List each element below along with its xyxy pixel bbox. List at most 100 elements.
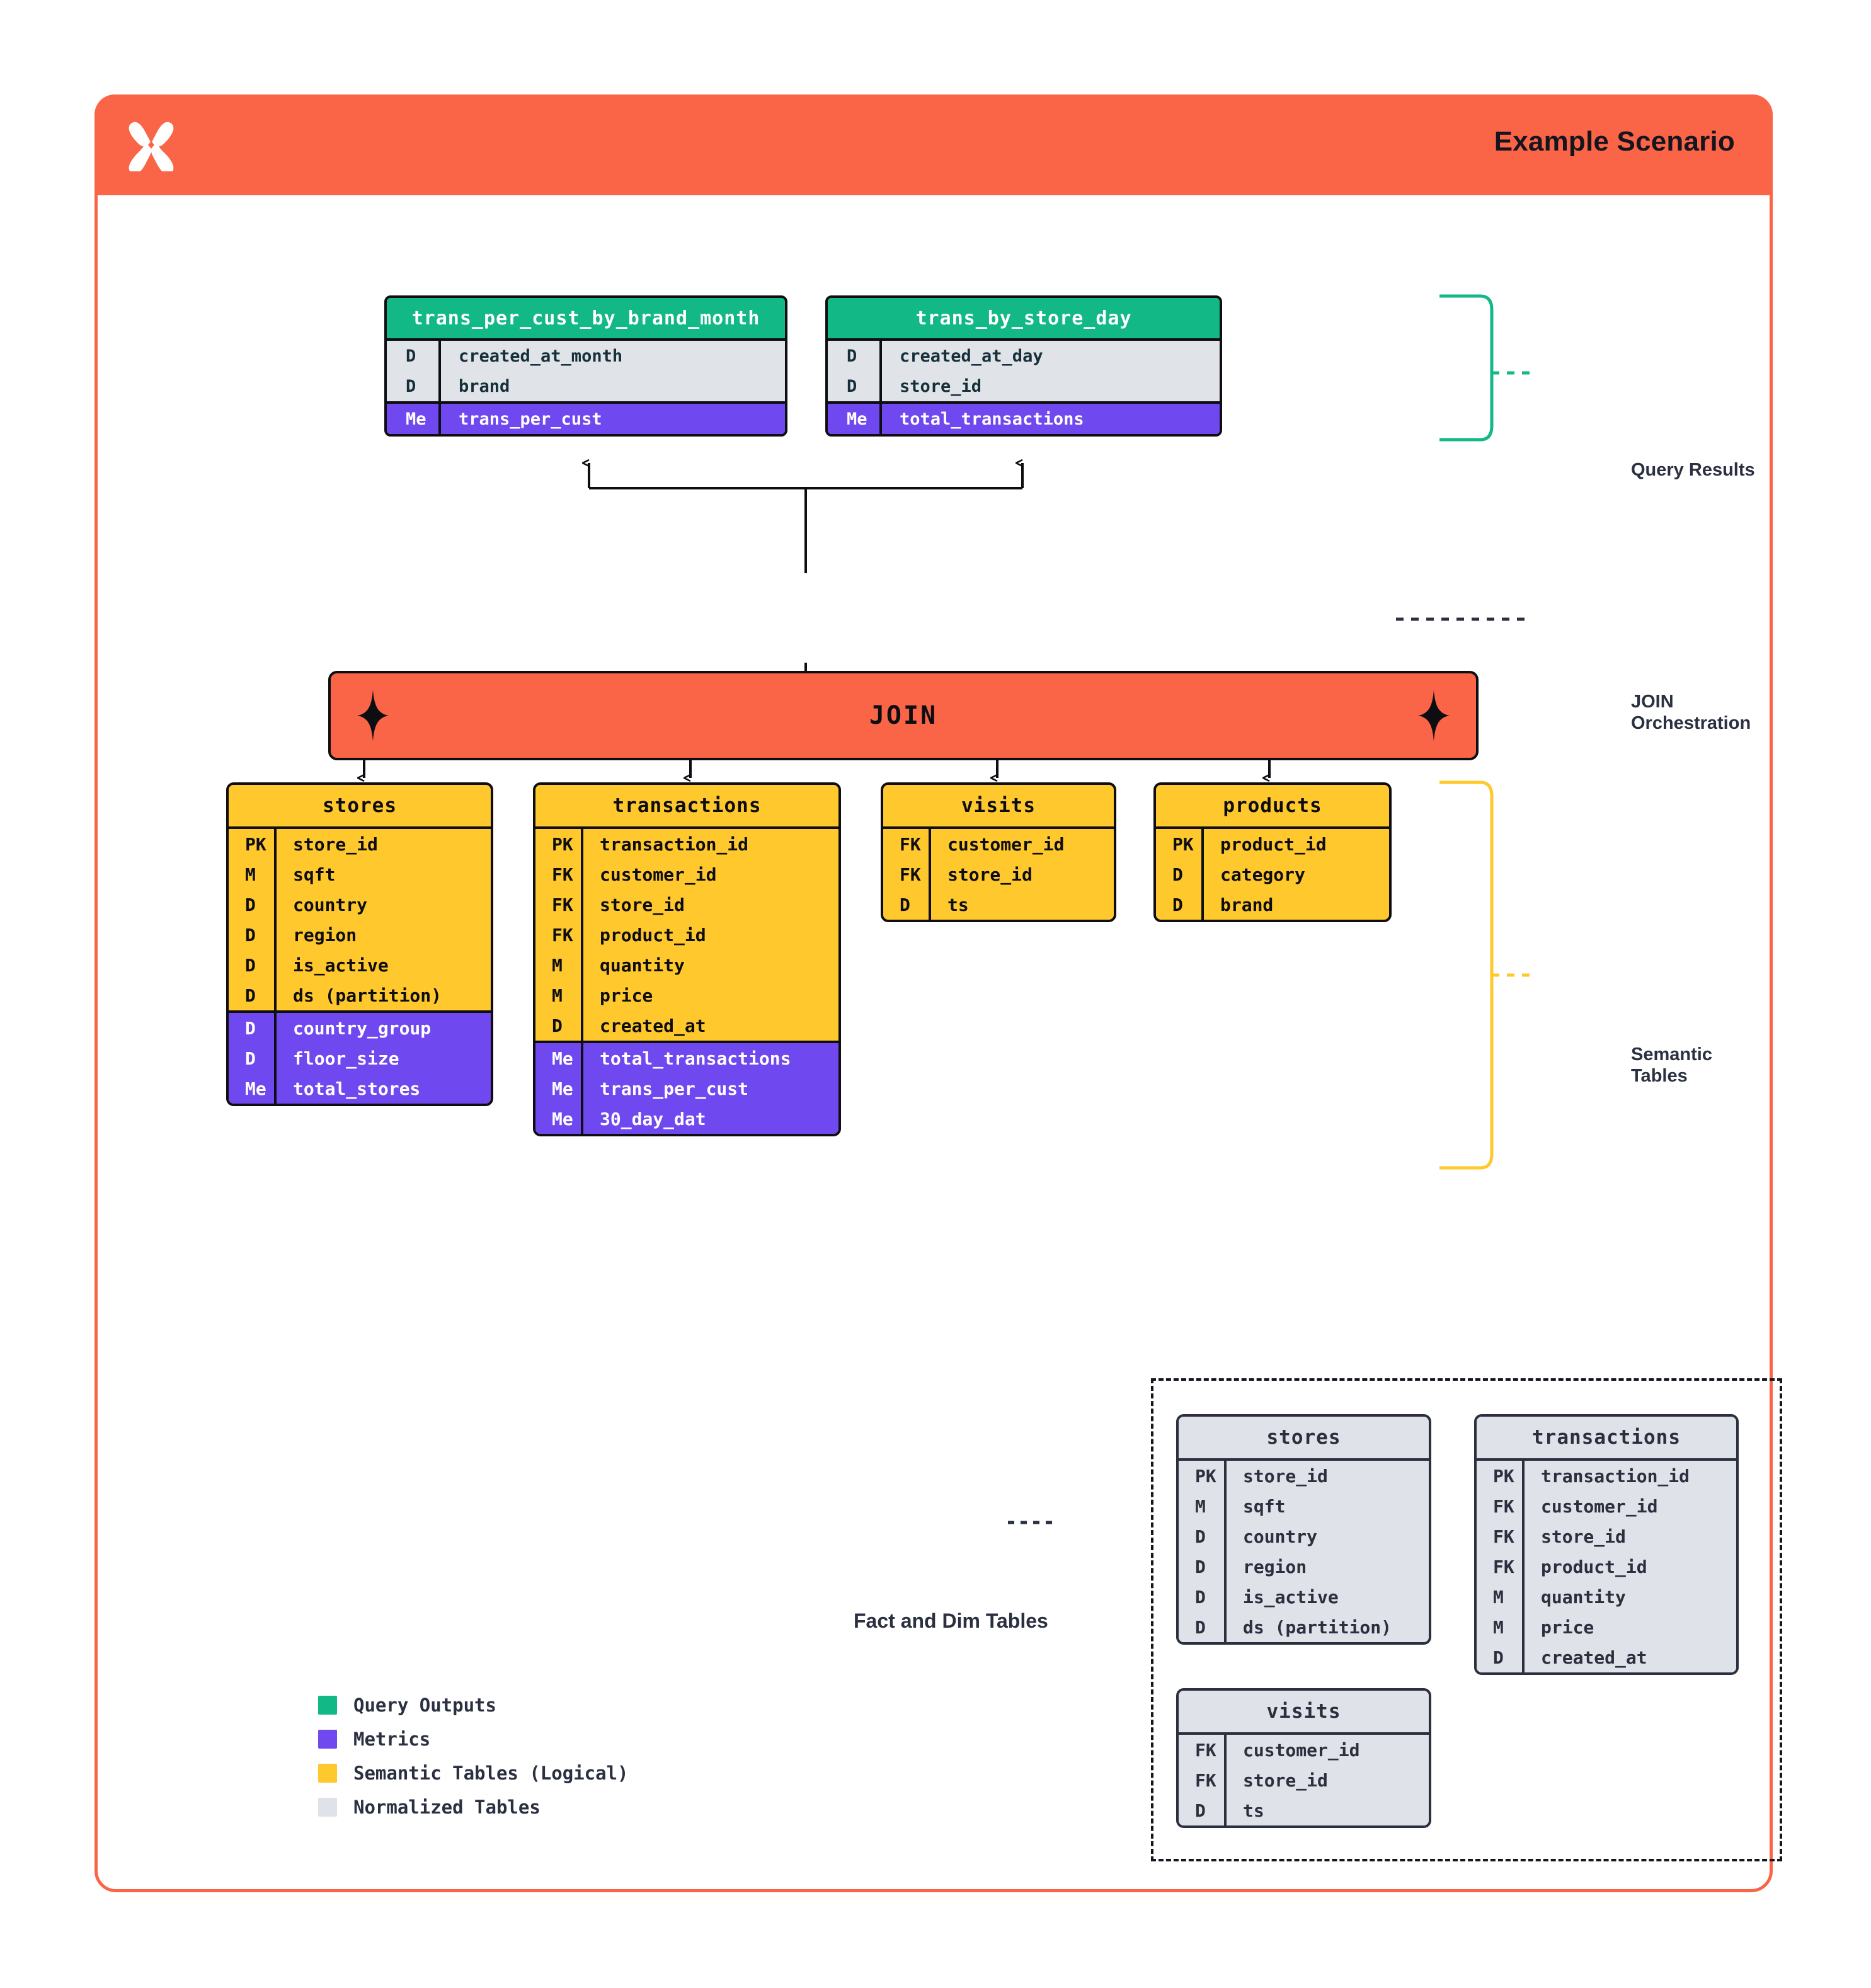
row-field: transaction_id (600, 833, 749, 855)
row-key: Me (387, 404, 441, 434)
row-field: ts (1243, 1800, 1264, 1821)
annotation-line-2: Orchestration (1631, 713, 1751, 734)
row-field: store_id (947, 864, 1033, 885)
row-field: brand (1220, 894, 1274, 915)
row-field: customer_id (1541, 1495, 1658, 1517)
row-key: D (1156, 859, 1204, 889)
annotation-fact-and-dim: Fact and Dim Tables (854, 1609, 1048, 1632)
query-result-table-trans-by-store-day[interactable]: trans_by_store_day D created_at_day D st… (825, 295, 1222, 437)
row-field: category (1220, 864, 1305, 885)
table-row: FK store_id (883, 859, 1114, 889)
query-result-table-trans-per-cust-by-brand-month[interactable]: trans_per_cust_by_brand_month D created_… (384, 295, 787, 437)
row-field: trans_per_cust (459, 409, 602, 429)
row-field: product_id (1541, 1556, 1647, 1577)
table-header: trans_per_cust_by_brand_month (387, 298, 785, 338)
row-key: D (229, 920, 277, 950)
row-key: FK (1477, 1551, 1525, 1582)
legend-item-query-outputs: Query Outputs (318, 1688, 629, 1722)
join-orchestration-bar[interactable]: JOIN (328, 671, 1479, 760)
row-field: ds (partition) (293, 985, 442, 1006)
row-key: D (883, 889, 931, 920)
row-field: ds (partition) (1243, 1616, 1392, 1638)
metric-rows: Me trans_per_cust (387, 401, 785, 434)
row-field: created_at (1541, 1647, 1647, 1668)
row-key: D (1179, 1551, 1227, 1582)
legend-swatch (318, 1696, 337, 1715)
row-field: store_id (600, 894, 685, 915)
row-field: price (1541, 1616, 1594, 1638)
row-key: D (229, 950, 277, 980)
row-field: created_at (600, 1015, 706, 1036)
row-field: customer_id (600, 864, 717, 885)
row-key: FK (883, 859, 931, 889)
legend-item-metrics: Metrics (318, 1722, 629, 1756)
row-field: customer_id (1243, 1739, 1360, 1761)
example-scenario-card: Example Scenario (94, 94, 1782, 1892)
legend: Query Outputs Metrics Semantic Tables (L… (318, 1688, 629, 1824)
row-field: country_group (293, 1017, 432, 1039)
row-key: M (535, 980, 583, 1010)
row-key: Me (535, 1104, 583, 1134)
semantic-table-transactions[interactable]: transactions PK transaction_id FK customer… (533, 782, 841, 1136)
annotation-semantic-tables: Semantic Tables (1631, 1044, 1712, 1087)
row-key: FK (535, 920, 583, 950)
row-field: region (293, 924, 357, 945)
table-row: PK transaction_id (535, 829, 838, 859)
table-row: FK customer_id (1179, 1735, 1429, 1765)
row-key: D (828, 371, 882, 401)
row-key: M (1477, 1612, 1525, 1642)
row-field: country (1243, 1526, 1318, 1547)
row-key: D (1179, 1582, 1227, 1612)
table-header: products (1156, 785, 1389, 826)
row-key: D (229, 889, 277, 920)
row-field: total_stores (293, 1078, 421, 1099)
row-field: is_active (1243, 1586, 1339, 1608)
row-key: M (535, 950, 583, 980)
annotation-line-2: Tables (1631, 1066, 1688, 1087)
row-field: created_at_day (900, 346, 1043, 366)
annotation-query-results: Query Results (1631, 460, 1755, 480)
table-header: transactions (535, 785, 838, 826)
row-key: PK (535, 829, 583, 859)
table-header: stores (1179, 1417, 1429, 1458)
page-title: Example Scenario (1494, 126, 1735, 157)
table-row: FK product_id (1477, 1551, 1736, 1582)
semantic-tables-bracket (1439, 780, 1494, 1170)
row-key: Me (229, 1073, 277, 1104)
dimension-rows: D created_at_day D store_id (828, 338, 1220, 401)
row-field: store_id (1243, 1769, 1328, 1791)
row-field: region (1243, 1556, 1307, 1577)
row-field: product_id (1220, 833, 1327, 855)
row-field: quantity (600, 954, 685, 976)
row-key: D (1156, 889, 1204, 920)
row-key: D (229, 1013, 277, 1043)
row-key: FK (1179, 1735, 1227, 1765)
row-key: D (387, 371, 441, 401)
row-key: D (1179, 1795, 1227, 1825)
row-key: D (229, 1043, 277, 1073)
legend-item-semantic-tables: Semantic Tables (Logical) (318, 1756, 629, 1790)
row-key: Me (535, 1073, 583, 1104)
query-results-bracket (1439, 294, 1494, 442)
